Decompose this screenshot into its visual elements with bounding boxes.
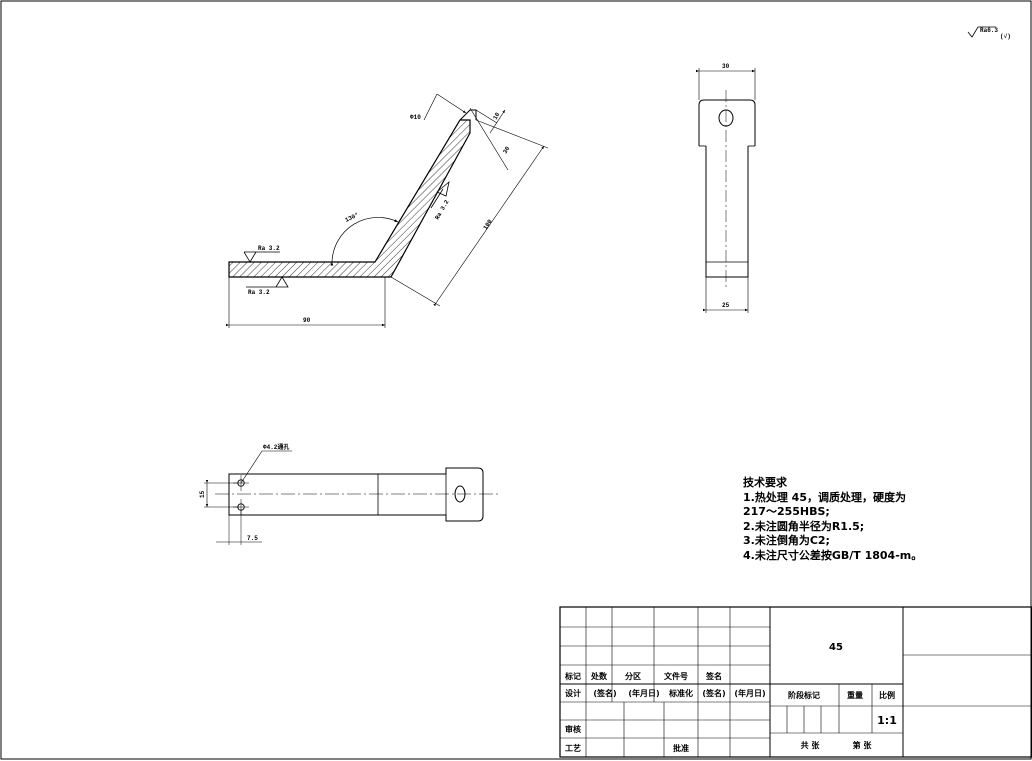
tb-review: 审核 xyxy=(565,724,581,734)
side-dim-30: 30 xyxy=(722,63,730,70)
tb-scale-value: 1:1 xyxy=(877,714,897,727)
title-block-text: 45 标记 处数 分区 文件号 签名 设计 (签名) (年月日) 标准化 (签名… xyxy=(564,642,897,753)
tb-scale-label: 比例 xyxy=(879,690,895,700)
notes-line: 2.未注圆角半径为R1.5; xyxy=(743,519,865,533)
tb-design-sign: (签名) xyxy=(593,688,616,698)
title-block xyxy=(559,606,1032,758)
technical-requirements: 技术要求 1.热处理 45，调质处理，硬度为 217～255HBS; 2.未注圆… xyxy=(743,476,922,563)
tb-doc-no: 文件号 xyxy=(664,671,688,681)
notes-title: 技术要求 xyxy=(743,476,787,489)
notes-line: 1.热处理 45，调质处理，硬度为 xyxy=(743,490,906,504)
notes-line: 3.未注倒角为C2; xyxy=(743,534,830,547)
tb-sign: 签名 xyxy=(705,671,722,681)
tb-standard-date: (年月日) xyxy=(734,688,765,698)
dim-tip-30: 30 xyxy=(502,145,512,155)
front-view-section xyxy=(228,119,471,278)
material-value: 45 xyxy=(829,642,843,653)
dim-width-90: 90 xyxy=(303,317,311,324)
tb-standard: 标准化 xyxy=(668,688,693,698)
roughness-incline: Ra 3.2 xyxy=(434,198,451,221)
tb-sheets-total: 共 张 xyxy=(801,740,821,750)
bottom-dim-15: 15 xyxy=(199,490,206,498)
tb-standard-sign: (签名) xyxy=(702,688,725,698)
tb-mark: 标记 xyxy=(564,671,581,681)
tb-design: 设计 xyxy=(565,688,581,698)
tb-stage: 阶段标记 xyxy=(788,690,820,700)
tb-weight: 重量 xyxy=(847,690,863,700)
dim-tip-10: 10 xyxy=(492,111,502,121)
side-view: 30 25 xyxy=(696,63,756,313)
bottom-view: Φ4.2通孔 15 7.5 xyxy=(199,443,500,545)
global-roughness-symbol: Ra6.3 (√) xyxy=(967,26,1011,40)
tb-sheet-no: 第 张 xyxy=(853,740,873,750)
roughness-top: Ra 3.2 xyxy=(258,245,280,252)
tb-approve: 批准 xyxy=(673,743,689,753)
dim-hole-phi10: Φ10 xyxy=(410,114,421,121)
front-view: 90 100 10 30 Φ10 130° Ra 3.2 Ra 3.2 Ra 3… xyxy=(226,93,549,328)
global-roughness-value: Ra6.3 xyxy=(980,27,998,34)
roughness-bottom: Ra 3.2 xyxy=(248,289,270,296)
tb-design-date: (年月日) xyxy=(628,688,659,698)
tb-count: 处数 xyxy=(590,671,608,681)
side-dim-25: 25 xyxy=(722,302,730,309)
bottom-dim-7-5: 7.5 xyxy=(247,535,258,542)
global-roughness-paren: (√) xyxy=(1000,33,1011,40)
dim-length-100: 100 xyxy=(482,218,494,231)
notes-line: 217～255HBS; xyxy=(743,505,830,518)
notes-line: 4.未注尺寸公差按GB/T 1804-m。 xyxy=(743,548,923,562)
tb-zone: 分区 xyxy=(625,671,641,681)
tb-process: 工艺 xyxy=(565,743,581,753)
bottom-dim-holes: Φ4.2通孔 xyxy=(263,443,289,451)
